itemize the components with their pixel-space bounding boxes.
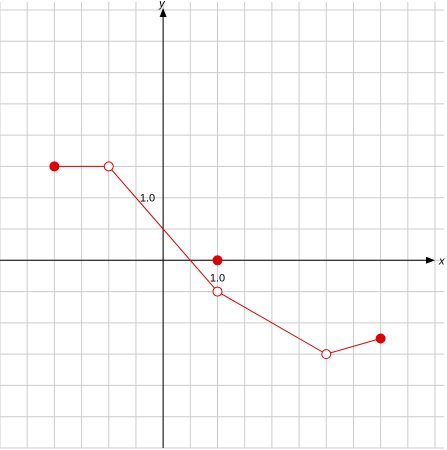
x-axis-arrow <box>426 256 435 264</box>
x-tick-label: 1.0 <box>210 272 225 284</box>
data-point-open <box>103 161 114 172</box>
y-axis-label: y <box>158 0 166 10</box>
data-point-filled <box>375 333 386 344</box>
y-axis-arrow <box>159 8 167 17</box>
series <box>49 161 386 360</box>
x-axis-label: x <box>438 255 445 267</box>
y-tick-label: 1.0 <box>140 193 155 205</box>
data-point-open <box>212 286 223 297</box>
data-point-isolated <box>212 255 223 266</box>
data-point-filled <box>49 161 60 172</box>
data-point-open <box>321 349 332 360</box>
